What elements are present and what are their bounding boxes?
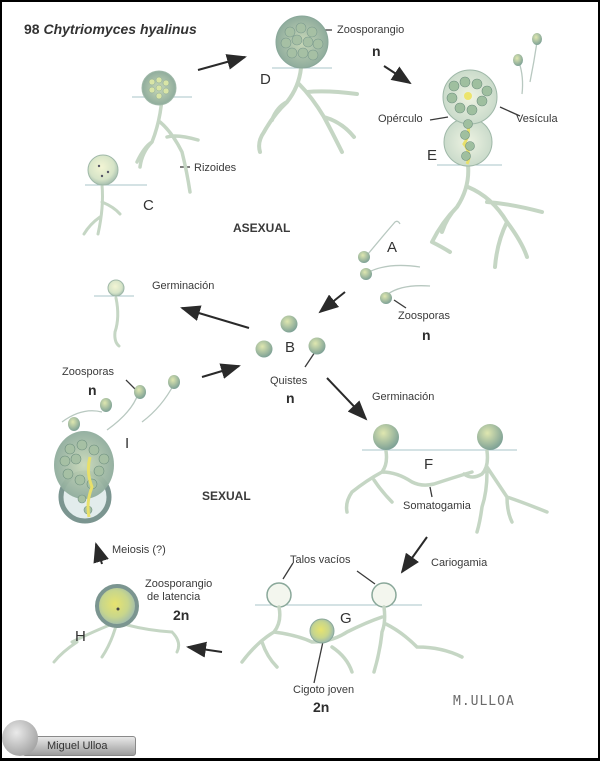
label-meiosis: Meiosis (?)	[112, 544, 166, 556]
ploidy-quistes: n	[286, 390, 295, 406]
arrow-a-to-b	[318, 291, 346, 314]
stage-g-zygote	[240, 582, 464, 674]
artist-signature: M.ULLOA	[453, 694, 515, 709]
stage-h-resting-sporangium	[52, 584, 181, 664]
arrow-b-to-germination	[180, 305, 250, 329]
label-vesicula: Vesícula	[516, 113, 558, 125]
arrow-f-to-g	[400, 536, 428, 574]
author-name: Miguel Ulloa	[47, 740, 108, 752]
stage-letter-c: C	[143, 197, 154, 214]
label-germinacion-left: Germinación	[152, 280, 215, 292]
author-logo-icon	[2, 720, 38, 756]
figure-number: 98	[24, 21, 40, 37]
stage-e-vesicle	[430, 33, 544, 269]
label-cigoto-joven: Cigoto joven	[293, 684, 355, 696]
arrow-i-to-b	[201, 363, 241, 379]
label-zoosporangio-latencia-2: de latencia	[147, 591, 201, 603]
stage-letter-b: B	[285, 339, 296, 356]
stage-f-somatogamy	[344, 424, 549, 534]
label-zoosporangio: Zoosporangio	[337, 24, 405, 36]
stage-letter-a: A	[387, 239, 398, 256]
label-zoosporangio-latencia-1: Zoosporangio	[145, 578, 213, 590]
label-cariogamia: Cariogamia	[431, 557, 488, 569]
label-operculo: Opérculo	[378, 113, 423, 125]
germinating-cyst	[94, 279, 134, 348]
phase-sexual: SEXUAL	[202, 489, 251, 503]
cycle-arrows	[93, 54, 428, 658]
author-badge-pill[interactable]: Miguel Ulloa	[22, 736, 136, 756]
stage-letter-i: I	[125, 435, 130, 452]
stage-letter-h: H	[75, 628, 86, 645]
stage-b-cysts	[255, 315, 326, 358]
stage-i-zoospore-release	[54, 375, 180, 524]
arrow-c-to-d	[197, 54, 247, 71]
arrow-b-to-f	[326, 377, 368, 421]
label-zoosporas-asexual: Zoosporas	[398, 310, 450, 322]
ploidy-zoosporas-sexual: n	[88, 382, 97, 398]
label-talos-vacios: Talos vacíos	[290, 554, 351, 566]
stage-c-thallus	[82, 70, 200, 236]
label-germinacion-right: Germinación	[372, 391, 435, 403]
species-name: Chytriomyces hyalinus	[43, 21, 197, 37]
stage-a-zoospores	[358, 220, 431, 304]
figure-title: 98 Chytriomyces hyalinus	[24, 22, 197, 36]
stage-letter-d: D	[260, 71, 271, 88]
leader-lines	[125, 29, 521, 684]
author-badge[interactable]: Miguel Ulloa	[2, 720, 137, 758]
stage-letter-e: E	[427, 147, 438, 164]
arrow-h-to-i	[93, 542, 109, 565]
label-rizoides: Rizoides	[194, 162, 237, 174]
ploidy-zoosporangio: n	[372, 43, 381, 59]
arrow-d-to-e	[383, 65, 412, 85]
stage-letter-g: G	[340, 610, 352, 627]
label-zoosporas-sexual: Zoosporas	[62, 366, 114, 378]
label-somatogamia: Somatogamia	[403, 500, 471, 512]
label-quistes: Quistes	[270, 375, 308, 387]
phase-asexual: ASEXUAL	[233, 221, 291, 235]
stage-letter-f: F	[424, 456, 434, 473]
arrow-g-to-h	[186, 641, 223, 658]
ploidy-zoosporas-asexual: n	[422, 327, 431, 343]
ploidy-zoosporangio-latencia: 2n	[173, 607, 190, 623]
stage-d-zoosporangium	[257, 15, 359, 154]
ploidy-cigoto: 2n	[313, 699, 330, 715]
